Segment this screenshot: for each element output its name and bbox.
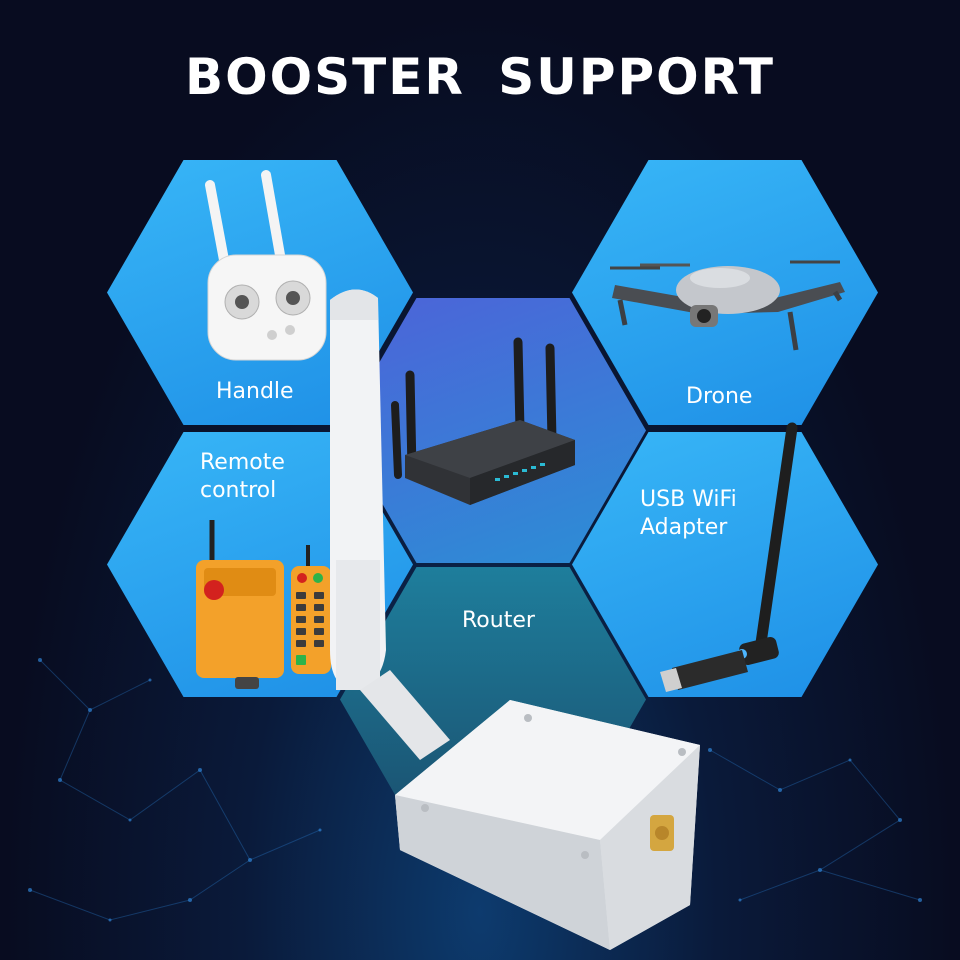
- handle-label: Handle: [216, 379, 294, 404]
- usb-wifi-adapter-icon: [660, 422, 798, 692]
- industrial-remote-icon: [196, 520, 331, 689]
- drone-label: Drone: [686, 384, 753, 409]
- remote-control-label: Remote control: [200, 450, 285, 503]
- router-label: Router: [462, 608, 535, 633]
- drone-icon: [610, 260, 845, 351]
- usb-wifi-adapter-label: USB WiFi Adapter: [640, 487, 737, 540]
- signal-booster-icon: [330, 289, 700, 950]
- network-background: [28, 658, 922, 922]
- router-icon: [391, 337, 575, 505]
- page-title: BOOSTER SUPPORT: [184, 48, 776, 106]
- rc-controller-icon: [205, 170, 327, 361]
